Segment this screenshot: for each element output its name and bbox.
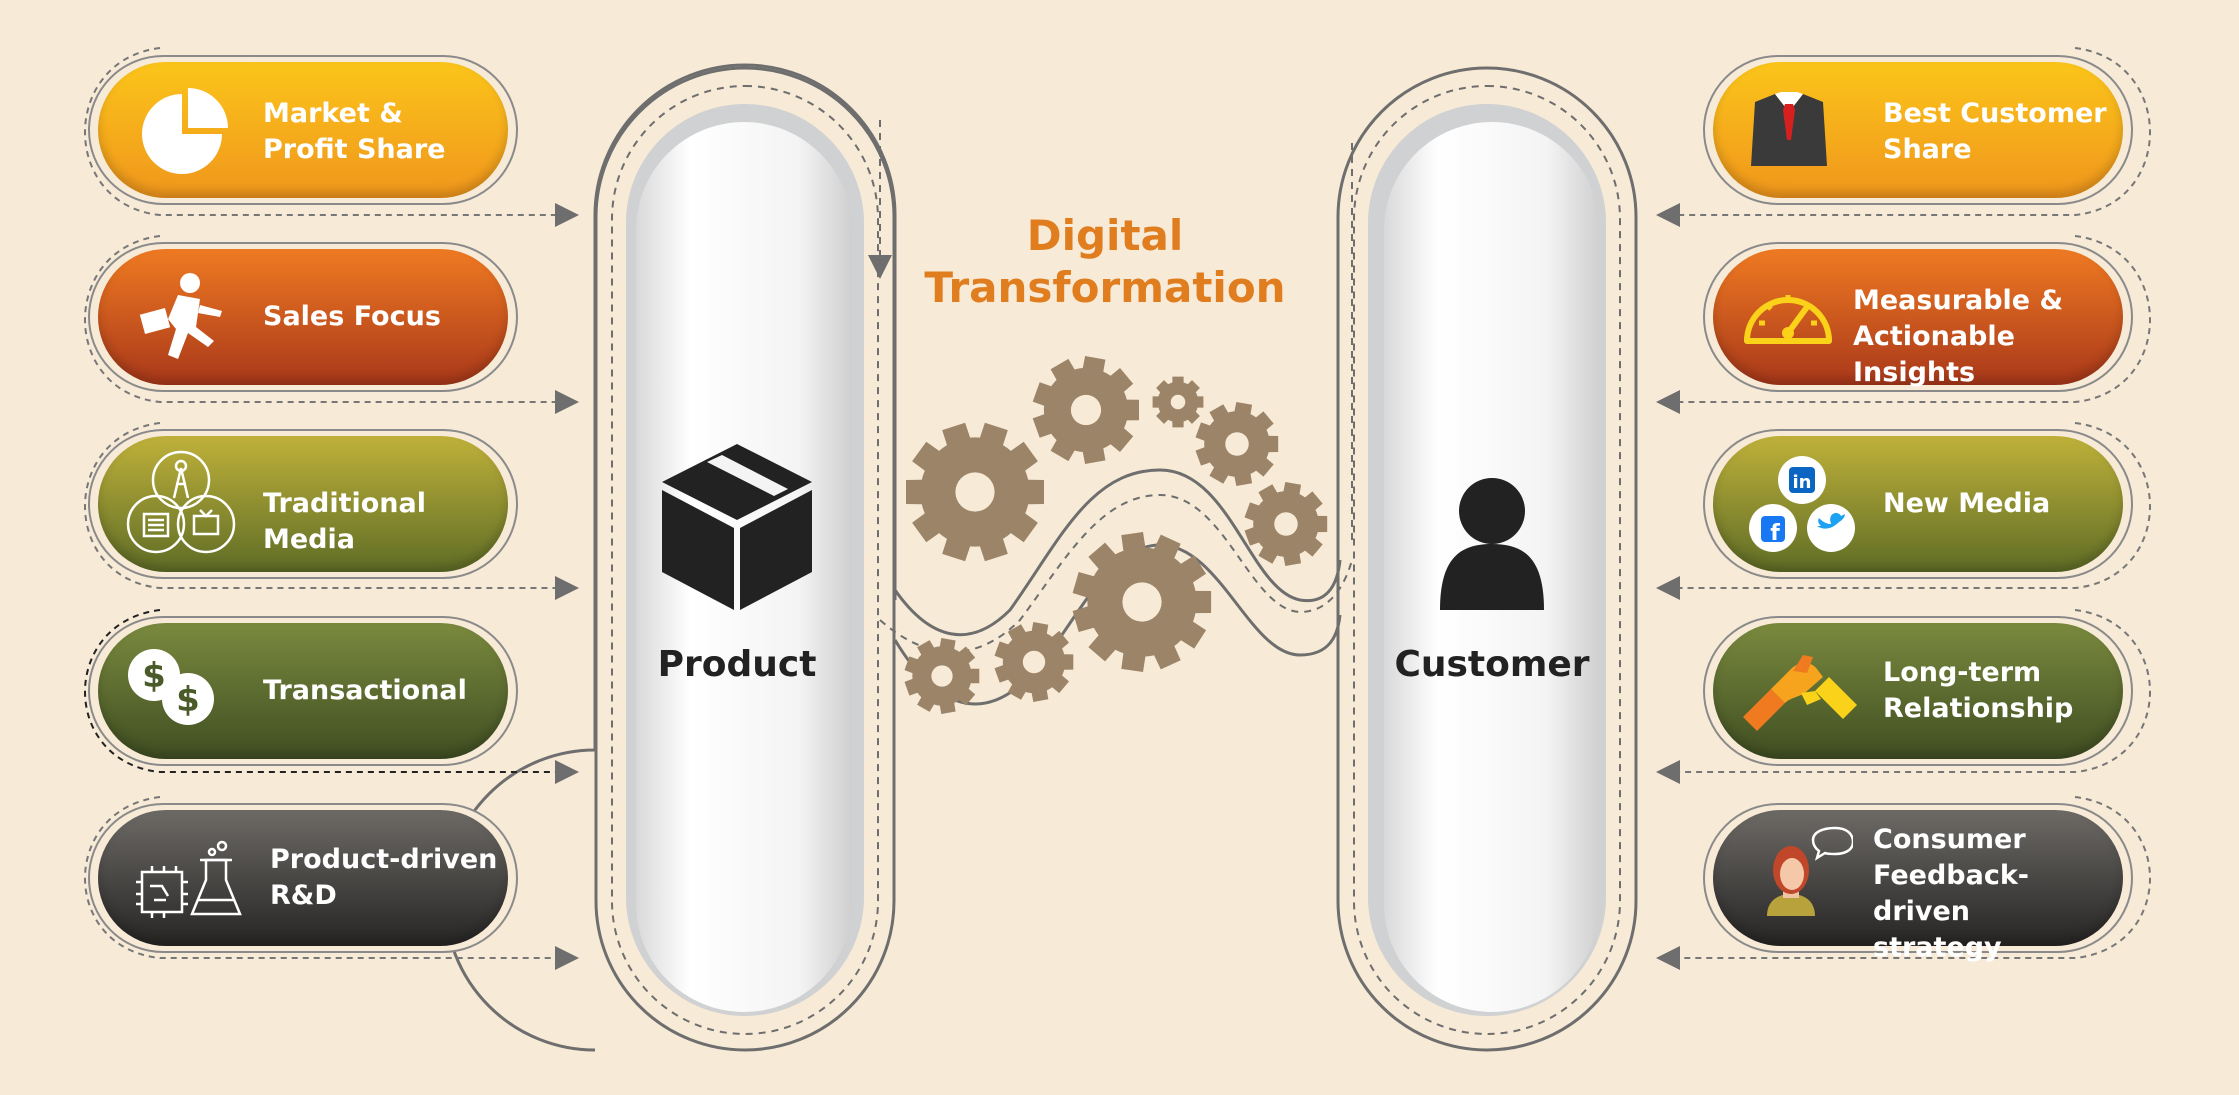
right-item-best-customer-share: Best Customer Share	[1713, 62, 2123, 198]
right-connectors	[1656, 47, 2151, 970]
left-item-product-driven-rd: Product-driven R&D	[98, 810, 508, 946]
left-item-sales-focus: Sales Focus	[98, 249, 508, 385]
broadcast-tv-newspaper-icon	[126, 450, 236, 554]
svg-text:$: $	[142, 656, 166, 696]
svg-text:$: $	[176, 680, 200, 720]
left-item-market-profit-share: Market & Profit Share	[98, 62, 508, 198]
running-salesman-icon	[139, 273, 222, 359]
woman-speech-icon	[1767, 826, 1853, 916]
person-icon	[1440, 478, 1544, 610]
dollar-coins-icon: $ $	[128, 649, 214, 725]
gear-hole	[1274, 512, 1298, 536]
title-line-1: Digital	[1026, 211, 1184, 260]
svg-text:f: f	[1770, 521, 1780, 546]
gear-hole	[1022, 650, 1046, 674]
customer-label: Customer	[1394, 644, 1590, 685]
left-item-label-3: Traditional Media	[263, 488, 426, 555]
left-item-label-5: Product-driven R&D	[270, 844, 498, 911]
diagram-title: Digital Transformation	[900, 210, 1310, 314]
right-item-long-term-relationship: Long-term Relationship	[1713, 623, 2123, 759]
gear-hole	[1070, 394, 1102, 426]
right-item-new-media: in f New Media	[1713, 436, 2123, 572]
right-item-label-2: Measurable & Actionable Insights	[1853, 285, 2064, 388]
left-item-transactional: $ $ Transactional	[98, 623, 508, 759]
right-item-label-4: Long-term Relationship	[1883, 657, 2074, 724]
suit-tie-icon	[1751, 92, 1827, 166]
gear-hole	[1225, 432, 1249, 456]
left-connectors	[84, 47, 579, 970]
pie-chart-icon	[142, 88, 228, 174]
title-line-2: Transformation	[924, 263, 1286, 312]
gears-icon	[904, 356, 1328, 714]
right-item-label-5: Consumer Feedback-driven strategy	[1873, 824, 2030, 963]
left-item-label-1: Market & Profit Share	[263, 98, 446, 165]
product-label: Product	[657, 644, 817, 685]
box-icon	[662, 444, 812, 610]
gauge-icon	[1744, 295, 1832, 344]
handshake-icon	[1743, 655, 1857, 731]
right-item-consumer-feedback: Consumer Feedback-driven strategy	[1713, 810, 2123, 963]
left-item-traditional-media: Traditional Media	[98, 436, 508, 572]
left-item-label-2: Sales Focus	[263, 301, 441, 332]
right-item-measurable-insights: Measurable & Actionable Insights	[1713, 249, 2123, 388]
right-item-label-3: New Media	[1883, 488, 2051, 519]
social-media-icon: in f	[1749, 456, 1855, 552]
right-item-label-1: Best Customer Share	[1883, 98, 2107, 165]
svg-text:in: in	[1793, 472, 1812, 493]
gear-hole	[1170, 394, 1186, 410]
circuit-flask-icon	[136, 840, 242, 918]
left-item-label-4: Transactional	[263, 675, 467, 706]
gear-hole	[1122, 582, 1162, 622]
gear-hole	[955, 472, 995, 512]
gear-hole	[931, 665, 953, 687]
